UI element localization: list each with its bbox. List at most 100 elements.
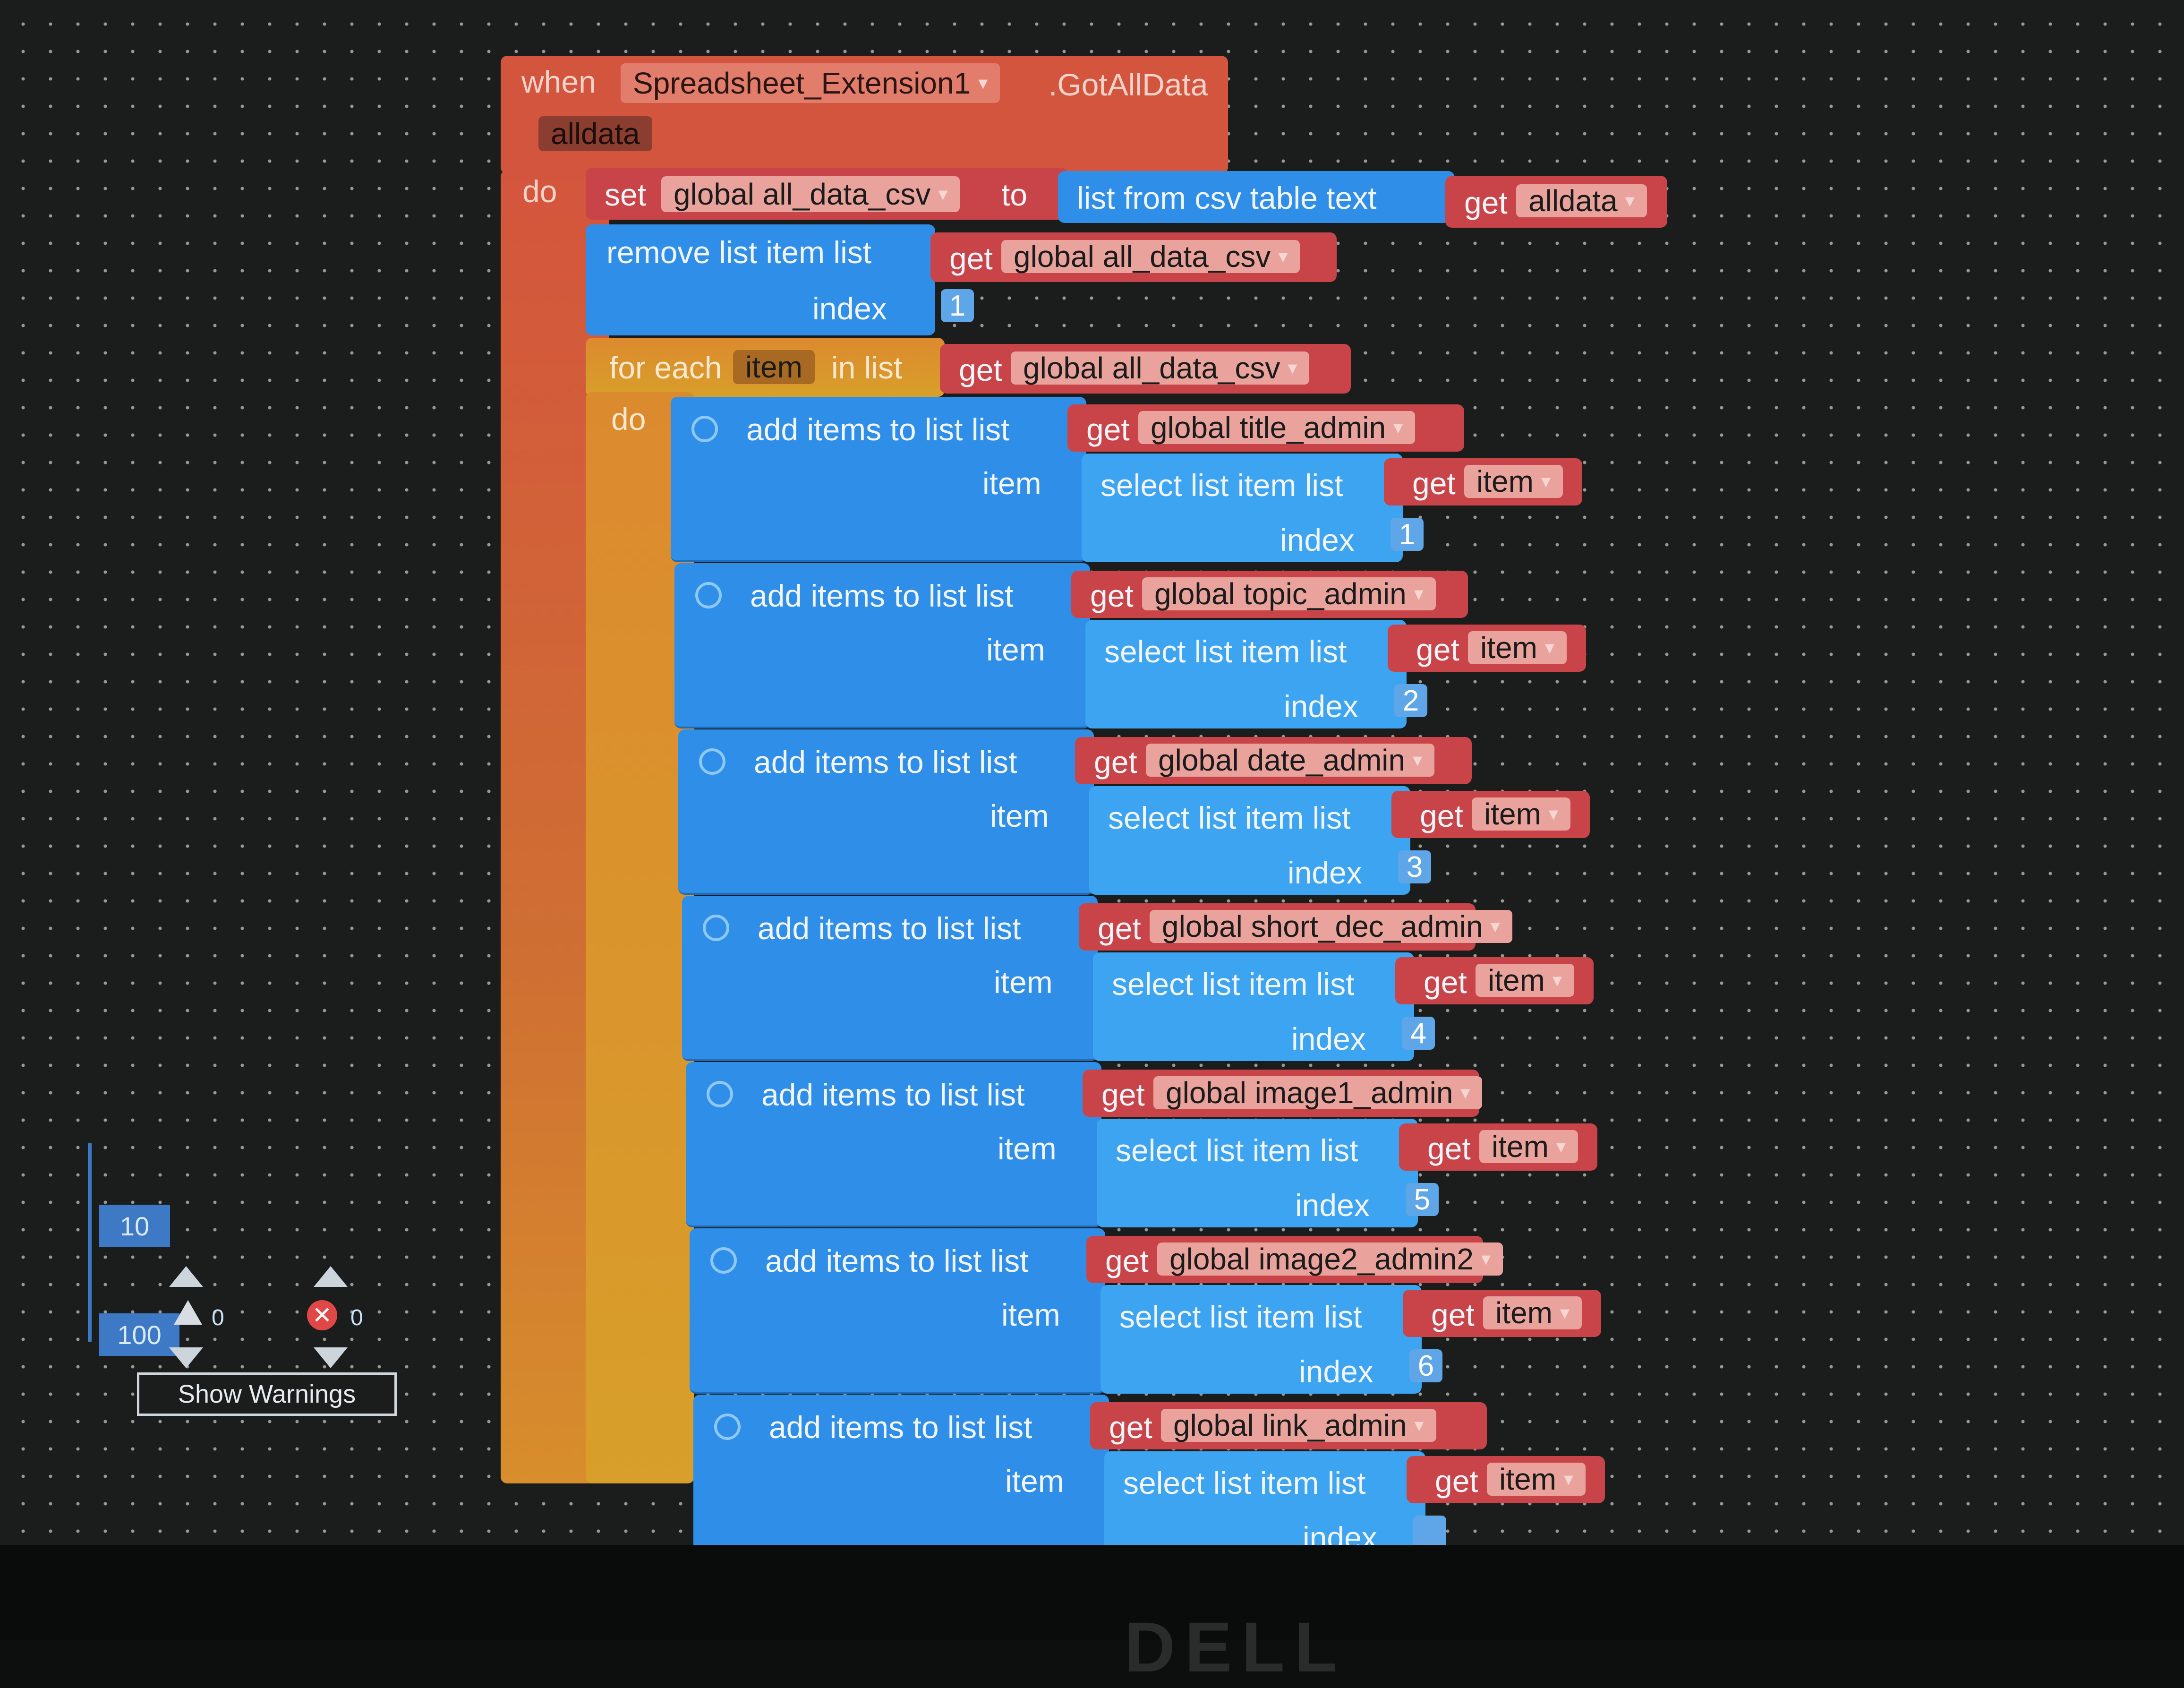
target-list-dropdown[interactable]: global title_admin▾	[1138, 411, 1416, 444]
target-list-dropdown[interactable]: global image1_admin▾	[1153, 1076, 1483, 1109]
select-list-item-label: select list item list	[1108, 800, 1351, 835]
event-param-alldata[interactable]: alldata	[538, 116, 652, 151]
add-items-label: add items to list list	[769, 1410, 1032, 1445]
add-items-label: add items to list list	[746, 412, 1010, 447]
blocks-workspace[interactable]: when Spreadsheet_Extension1 ▾ .GotAllDat…	[0, 0, 2184, 1545]
remove-index-label: index	[812, 291, 887, 326]
get-var-dropdown[interactable]: global all_data_csv ▾	[1001, 240, 1300, 273]
get-keyword: get	[1098, 911, 1141, 946]
set-global-block[interactable]: set global all_data_csv ▾ to	[586, 168, 1067, 220]
target-list-dropdown[interactable]: global topic_admin▾	[1142, 577, 1436, 610]
set-var-dropdown[interactable]: global all_data_csv ▾	[661, 176, 960, 212]
target-list-name: global short_dec_admin	[1162, 909, 1483, 943]
item-var-dropdown[interactable]: item▾	[1464, 465, 1563, 498]
add-items-label: add items to list list	[750, 578, 1014, 613]
get-alldata-block[interactable]: get alldata ▾	[1445, 176, 1667, 228]
item-var-name: item	[1488, 963, 1545, 997]
item-var-dropdown[interactable]: item▾	[1483, 1296, 1582, 1329]
index-number[interactable]: 6	[1409, 1349, 1442, 1382]
index-number[interactable]: 3	[1398, 850, 1431, 883]
item-var-name: item	[1476, 464, 1534, 498]
list-from-csv-block[interactable]: list from csv table text	[1058, 171, 1455, 223]
get-target-list-block[interactable]: get global short_dec_admin ▾	[1079, 903, 1512, 951]
remove-index-number[interactable]: 1	[941, 289, 974, 322]
get-alldata-dropdown[interactable]: alldata ▾	[1516, 184, 1647, 217]
zoom-in-arrow-icon[interactable]	[169, 1266, 203, 1287]
target-list-name: global date_admin	[1158, 743, 1406, 777]
index-number[interactable]: 1	[1391, 518, 1424, 551]
mutator-gear-icon[interactable]	[691, 416, 718, 442]
mutator-gear-icon[interactable]	[695, 582, 722, 608]
error-prev-arrow-icon[interactable]	[314, 1266, 348, 1287]
zoom-out-arrow-icon[interactable]	[169, 1347, 203, 1368]
component-dropdown[interactable]: Spreadsheet_Extension1 ▾	[621, 63, 1000, 103]
for-each-keyword: for each	[609, 350, 722, 385]
index-number[interactable]	[1413, 1516, 1446, 1545]
mutator-gear-icon[interactable]	[707, 1081, 733, 1107]
zoom-large-indicator: 100	[99, 1313, 179, 1356]
error-x-icon[interactable]: ✕	[307, 1300, 337, 1330]
dropdown-arrow-icon: ▾	[1490, 916, 1500, 937]
index-label: index	[1288, 855, 1362, 890]
dropdown-arrow-icon: ▾	[1544, 637, 1554, 658]
warning-triangle-icon[interactable]	[174, 1300, 202, 1325]
get-item-block[interactable]: get item▾	[1407, 1456, 1605, 1503]
target-list-dropdown[interactable]: global short_dec_admin ▾	[1150, 910, 1512, 943]
show-warnings-button[interactable]: Show Warnings	[137, 1372, 397, 1416]
target-list-dropdown[interactable]: global date_admin▾	[1146, 743, 1435, 777]
mutator-gear-icon[interactable]	[703, 915, 729, 941]
mutator-gear-icon[interactable]	[699, 748, 725, 775]
get-all-data-csv-block-2[interactable]: get global all_data_csv ▾	[940, 344, 1351, 394]
item-var-dropdown[interactable]: item▾	[1472, 797, 1570, 831]
item-var-dropdown[interactable]: item▾	[1487, 1463, 1586, 1496]
get-all-data-csv-block-1[interactable]: get global all_data_csv ▾	[930, 232, 1337, 282]
mutator-gear-icon[interactable]	[710, 1247, 737, 1274]
get-var-dropdown[interactable]: global all_data_csv ▾	[1011, 351, 1310, 385]
for-each-block-header[interactable]: for each item in list	[586, 338, 945, 397]
target-list-dropdown[interactable]: global image2_admin2▾	[1157, 1242, 1503, 1276]
item-var-dropdown[interactable]: item▾	[1476, 964, 1574, 997]
get-keyword: get	[1431, 1297, 1475, 1332]
mutator-gear-icon[interactable]	[714, 1414, 741, 1440]
index-number[interactable]: 5	[1406, 1183, 1439, 1216]
remove-list-item-block[interactable]: remove list item list index	[586, 224, 935, 335]
event-block-header[interactable]: when Spreadsheet_Extension1 ▾ .GotAllDat…	[501, 56, 1228, 174]
item-var-dropdown[interactable]: item▾	[1468, 631, 1567, 664]
index-number[interactable]: 2	[1394, 684, 1427, 717]
error-next-arrow-icon[interactable]	[314, 1347, 348, 1368]
select-list-item-block[interactable]: select list item list index	[1089, 786, 1410, 895]
item-label: item	[994, 965, 1053, 1000]
item-var-dropdown[interactable]: item▾	[1479, 1130, 1578, 1163]
index-number[interactable]: 4	[1402, 1017, 1435, 1050]
target-list-dropdown[interactable]: global link_admin▾	[1161, 1409, 1436, 1442]
select-list-item-label: select list item list	[1101, 468, 1343, 503]
set-keyword: set	[605, 177, 647, 212]
loop-var-item[interactable]: item	[733, 350, 815, 384]
get-keyword: get	[1435, 1464, 1478, 1499]
